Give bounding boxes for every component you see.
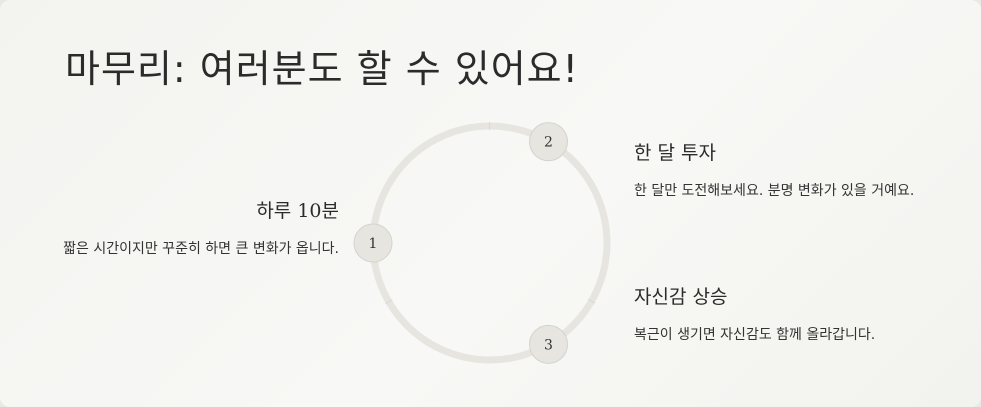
step-one-month: 한 달 투자 한 달만 도전해보세요. 분명 변화가 있을 거예요. bbox=[634, 138, 924, 203]
step-heading-suffix: 분 bbox=[321, 200, 339, 222]
step-heading: 하루 10분 bbox=[49, 196, 339, 223]
cycle-ring bbox=[369, 122, 611, 364]
step-confidence: 자신감 상승 복근이 생기면 자신감도 함께 올라갑니다. bbox=[634, 282, 934, 347]
step-daily-ten-minutes: 하루 10분 짧은 시간이지만 꾸준히 하면 큰 변화가 옵니다. bbox=[49, 196, 339, 261]
cycle-node-label-3: 3 bbox=[544, 337, 553, 353]
cycle-node-label-1: 1 bbox=[369, 236, 378, 252]
step-description: 한 달만 도전해보세요. 분명 변화가 있을 거예요. bbox=[634, 183, 915, 199]
cycle-node-label-2: 2 bbox=[544, 135, 553, 151]
step-description: 복근이 생기면 자신감도 함께 올라갑니다. bbox=[634, 327, 876, 343]
step-heading: 한 달 투자 bbox=[634, 142, 716, 164]
step-heading-prefix: 하루 bbox=[256, 200, 298, 222]
cycle-nodes: 1 2 3 bbox=[353, 122, 568, 364]
slide-title: 마무리: 여러분도 할 수 있어요! bbox=[65, 47, 579, 91]
cycle-node-1 bbox=[353, 223, 393, 263]
cycle-node-2 bbox=[529, 122, 568, 162]
ring-tick bbox=[385, 299, 393, 305]
cycle-ticks bbox=[385, 121, 596, 305]
step-heading-number: 10 bbox=[297, 200, 322, 222]
step-description: 짧은 시간이지만 꾸준히 하면 큰 변화가 옵니다. bbox=[63, 241, 339, 257]
ring-tick bbox=[587, 298, 596, 304]
cycle-node-3 bbox=[529, 324, 568, 364]
step-heading: 자신감 상승 bbox=[634, 286, 728, 308]
